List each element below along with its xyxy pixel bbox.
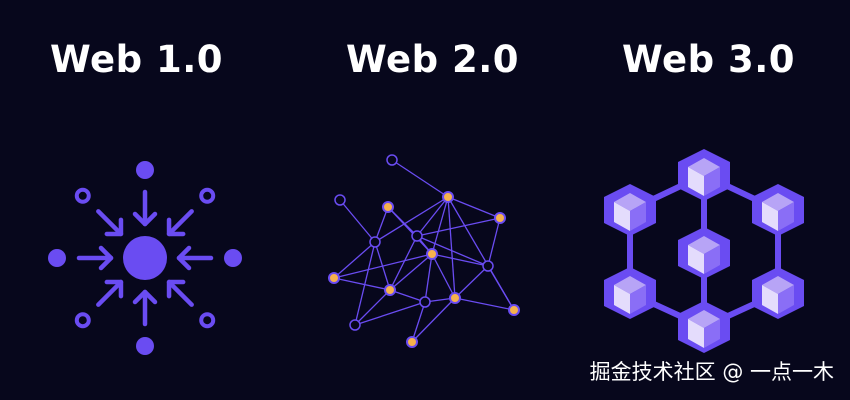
- network-node: [411, 230, 423, 242]
- arrow-head: [166, 279, 186, 299]
- network-edge: [389, 253, 433, 291]
- network-edge: [333, 241, 376, 279]
- client-node: [74, 187, 91, 204]
- arrow-head: [98, 245, 114, 271]
- block-cube: [678, 301, 730, 353]
- central-server-node: [123, 236, 167, 280]
- network-node: [494, 212, 506, 224]
- network-edge: [454, 265, 489, 299]
- client-node: [74, 312, 91, 329]
- network-edge: [389, 289, 426, 303]
- network-node: [419, 296, 431, 308]
- network-edge: [431, 253, 489, 267]
- watermark: 掘金技术社区 @ 一点一木: [589, 360, 834, 384]
- web3-blockchain-diagram: [604, 149, 804, 353]
- client-node: [199, 187, 216, 204]
- network-edge: [416, 217, 501, 237]
- network-node: [386, 154, 398, 166]
- web3-title: Web 3.0: [622, 38, 795, 81]
- network-node: [369, 236, 381, 248]
- network-node: [334, 194, 346, 206]
- network-edge: [447, 196, 515, 311]
- arrow-head: [166, 217, 186, 237]
- network-edge: [424, 253, 433, 303]
- network-edge: [487, 217, 501, 267]
- block-cube: [678, 149, 730, 201]
- block-cube: [604, 184, 656, 236]
- network-edge: [354, 289, 391, 326]
- network-edge: [411, 297, 456, 343]
- network-node: [382, 201, 394, 213]
- client-node: [136, 337, 154, 355]
- network-edge: [416, 196, 449, 237]
- block-cube: [752, 184, 804, 236]
- arrow-head: [132, 289, 158, 305]
- inbound-arrow: [96, 279, 124, 307]
- network-edge: [333, 253, 433, 279]
- network-edge: [354, 241, 376, 326]
- network-edge: [431, 196, 449, 255]
- network-edge: [333, 277, 391, 291]
- inbound-arrow: [166, 279, 194, 307]
- network-node: [406, 336, 418, 348]
- network-node: [449, 292, 461, 304]
- block-cube: [752, 267, 804, 319]
- network-edge: [374, 206, 389, 243]
- client-node: [224, 249, 242, 267]
- client-node: [136, 161, 154, 179]
- network-edge: [447, 196, 501, 219]
- inbound-arrow: [166, 209, 194, 237]
- network-node: [482, 260, 494, 272]
- network-node: [442, 191, 454, 203]
- block-cube: [604, 267, 656, 319]
- network-node: [508, 304, 520, 316]
- network-edge: [374, 196, 449, 243]
- network-edge: [454, 297, 515, 311]
- network-node: [349, 319, 361, 331]
- network-node: [328, 272, 340, 284]
- network-edge: [447, 196, 456, 299]
- arrow-head: [176, 245, 192, 271]
- network-edge: [354, 301, 426, 326]
- network-edge: [411, 301, 426, 343]
- web1-centralized-diagram: [48, 161, 242, 355]
- web2-title: Web 2.0: [346, 38, 519, 81]
- network-edge: [389, 235, 418, 291]
- network-edge: [416, 235, 489, 267]
- network-edge: [391, 159, 449, 198]
- arrow-head: [104, 279, 124, 299]
- network-edge: [431, 253, 456, 299]
- client-node: [48, 249, 66, 267]
- network-node: [426, 248, 438, 260]
- arrow-head: [132, 211, 158, 227]
- network-node: [384, 284, 396, 296]
- client-node: [199, 312, 216, 329]
- web1-title: Web 1.0: [50, 38, 223, 81]
- inbound-arrow: [96, 209, 124, 237]
- arrow-head: [104, 217, 124, 237]
- block-cube: [678, 227, 730, 279]
- network-edge: [339, 199, 376, 243]
- web2-network-diagram: [328, 154, 520, 348]
